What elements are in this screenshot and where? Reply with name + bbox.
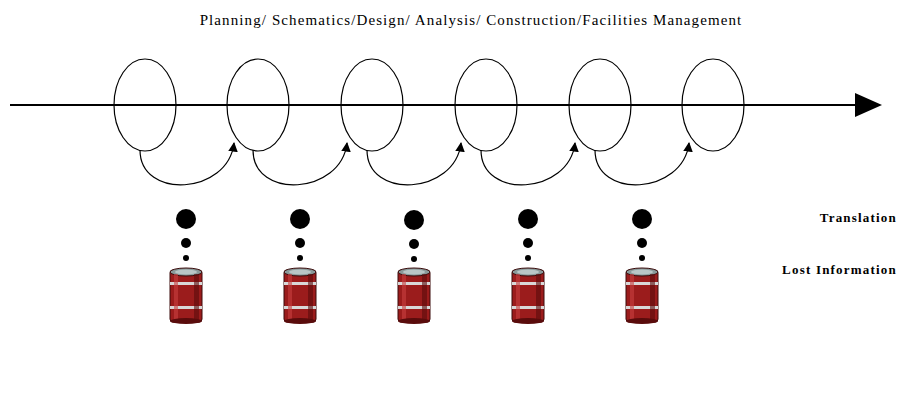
side-label: Lost Information	[782, 262, 897, 278]
side-label: Translation	[820, 210, 897, 226]
timeline-axis	[10, 93, 882, 117]
oil-barrels	[170, 268, 658, 324]
diagram-title: Planning/ Schematics/Design/ Analysis/ C…	[200, 12, 743, 29]
translation-arcs	[140, 143, 689, 185]
phase-ellipses	[114, 59, 744, 151]
thought-dots	[176, 209, 652, 262]
